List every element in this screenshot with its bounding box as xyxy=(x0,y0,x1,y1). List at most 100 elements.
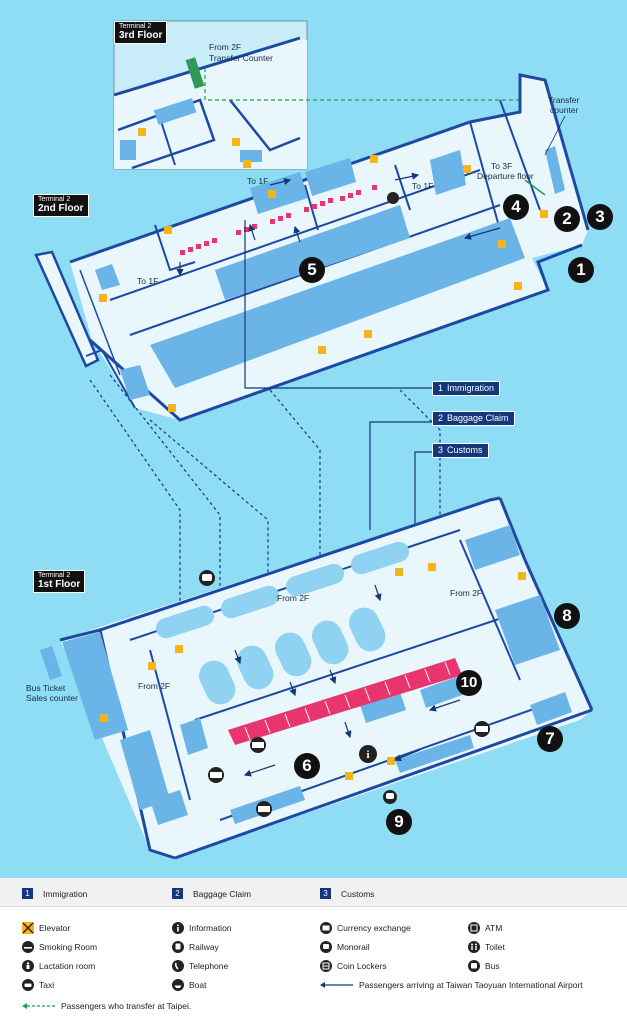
label-from-2f-center: From 2F xyxy=(277,593,309,603)
label-to-1f-center: To 1F xyxy=(247,176,268,186)
toilet-icon xyxy=(468,940,480,953)
legend-information-label: Information xyxy=(189,922,232,933)
bus-icon xyxy=(468,959,480,972)
legend-railway-label: Railway xyxy=(189,941,219,952)
legend-monorail-label: Monorail xyxy=(337,941,370,952)
legend-header xyxy=(0,878,627,907)
floor-connections xyxy=(89,220,441,660)
legend-header-baggage-claim-num: 2 xyxy=(172,888,183,900)
railway-icon xyxy=(172,940,184,953)
svg-text:i: i xyxy=(366,749,369,761)
label-from-2f-3f: From 2F xyxy=(209,42,241,52)
legend-telephone: Telephone xyxy=(172,959,229,972)
marker-5[interactable]: 5 xyxy=(299,257,325,283)
legend-bus-label: Bus xyxy=(485,960,500,971)
legend-header-baggage-claim-label: Baggage Claim xyxy=(193,888,252,899)
label-transfer-counter-l2: counter xyxy=(550,105,579,115)
floor-label-2f-terminal: Terminal 2 xyxy=(38,196,71,203)
floor-label-3f-floor: 3rd Floor xyxy=(119,30,163,41)
callout-customs-label: Customs xyxy=(447,445,483,455)
elevator-icon xyxy=(22,921,34,934)
monorail-icon xyxy=(320,940,332,953)
smoking-room-icon xyxy=(22,940,34,953)
currency-exchange-icon xyxy=(320,921,332,934)
label-to-1f-left: To 1F xyxy=(137,276,158,286)
label-from-2f-right: From 2F xyxy=(450,588,482,598)
taxi-icon xyxy=(22,978,34,991)
legend-header-immigration-label: Immigration xyxy=(43,888,88,899)
legend-currency-exchange: Currency exchange xyxy=(320,921,411,934)
legend-arrival-route: Passengers arriving at Taiwan Taoyuan In… xyxy=(320,978,583,990)
first-floor-plan: i From 2F From 2F From 2F Bus Ticket Sal… xyxy=(26,496,594,860)
second-floor-plan: To 1F To 1F To 1F To 3F Departure floor … xyxy=(34,73,590,422)
legend-header-immigration: 1 Immigration xyxy=(22,887,88,900)
label-bus-ticket-l2: Sales counter xyxy=(26,693,78,703)
label-bus-ticket-l1: Bus Ticket xyxy=(26,683,66,693)
legend-information: Information xyxy=(172,921,232,934)
legend-toilet: Toilet xyxy=(468,940,505,953)
label-departure-floor: Departure floor xyxy=(477,171,534,181)
legend-bus: Bus xyxy=(468,959,500,972)
legend-header-customs-label: Customs xyxy=(341,888,375,899)
legend-coin-lockers-label: Coin Lockers xyxy=(337,960,387,971)
legend-elevator-label: Elevator xyxy=(39,922,71,933)
legend-toilet-label: Toilet xyxy=(485,941,505,952)
label-from-2f-left: From 2F xyxy=(138,681,170,691)
marker-1[interactable]: 1 xyxy=(568,257,594,283)
legend-atm-label: ATM xyxy=(485,922,503,933)
legend-arrival-route-label: Passengers arriving at Taiwan Taoyuan In… xyxy=(359,979,583,990)
floor-label-2f: Terminal 2 2nd Floor xyxy=(33,194,89,217)
boat-icon xyxy=(172,978,184,991)
floor-label-1f-floor: 1st Floor xyxy=(38,579,81,590)
callout-immigration-num: 1 xyxy=(438,383,444,393)
floor-label-3f-terminal: Terminal 2 xyxy=(119,23,152,30)
marker-3[interactable]: 3 xyxy=(587,204,613,230)
legend-monorail: Monorail xyxy=(320,940,370,953)
marker-8[interactable]: 8 xyxy=(554,603,580,629)
marker-9[interactable]: 9 xyxy=(386,809,412,835)
floor-label-1f-terminal: Terminal 2 xyxy=(38,572,71,579)
terminal-map: From 2F Transfer Counter xyxy=(26,20,594,860)
marker-6[interactable]: 6 xyxy=(294,753,320,779)
information-icon-map xyxy=(359,745,377,763)
arrow-left-icon xyxy=(320,981,353,988)
callout-customs-num: 3 xyxy=(438,445,444,455)
floor-label-1f: Terminal 2 1st Floor xyxy=(33,570,86,593)
legend-taxi-label: Taxi xyxy=(39,979,55,990)
legend-taxi: Taxi xyxy=(22,978,55,991)
label-transfer-counter-3f: Transfer Counter xyxy=(209,53,273,63)
label-to-1f-right: To 1F xyxy=(412,181,433,191)
callout-baggage-claim-label: Baggage Claim xyxy=(447,413,509,423)
legend-lactation-room-label: Lactation room xyxy=(39,960,96,971)
floor-label-3f: Terminal 2 3rd Floor xyxy=(114,21,168,44)
legend-header-baggage-claim: 2 Baggage Claim xyxy=(172,887,252,900)
coin-lockers-icon xyxy=(320,959,332,972)
marker-10[interactable]: 10 xyxy=(456,670,482,696)
legend-coin-lockers: Coin Lockers xyxy=(320,959,387,972)
legend-elevator: Elevator xyxy=(22,921,71,934)
marker-7[interactable]: 7 xyxy=(537,726,563,752)
arrow-left-green-icon xyxy=(22,1002,55,1009)
third-floor-plan: From 2F Transfer Counter xyxy=(113,20,520,170)
label-transfer-counter-l1: Transfer xyxy=(548,95,580,105)
callout-immigration-label: Immigration xyxy=(447,383,495,393)
information-icon xyxy=(172,921,184,934)
legend-boat: Boat xyxy=(172,978,207,991)
legend-boat-label: Boat xyxy=(189,979,207,990)
atm-icon xyxy=(468,921,480,934)
legend-telephone-label: Telephone xyxy=(189,960,229,971)
floor-label-2f-floor: 2nd Floor xyxy=(38,203,84,214)
legend-transfer-route: Passengers who transfer at Taipei. xyxy=(22,999,191,1011)
legend-lactation-room: Lactation room xyxy=(22,959,96,972)
marker-4[interactable]: 4 xyxy=(503,194,529,220)
legend-currency-exchange-label: Currency exchange xyxy=(337,922,411,933)
legend-smoking-room: Smoking Room xyxy=(22,940,97,953)
legend-railway: Railway xyxy=(172,940,219,953)
marker-2[interactable]: 2 xyxy=(554,206,580,232)
legend-header-immigration-num: 1 xyxy=(22,888,33,900)
